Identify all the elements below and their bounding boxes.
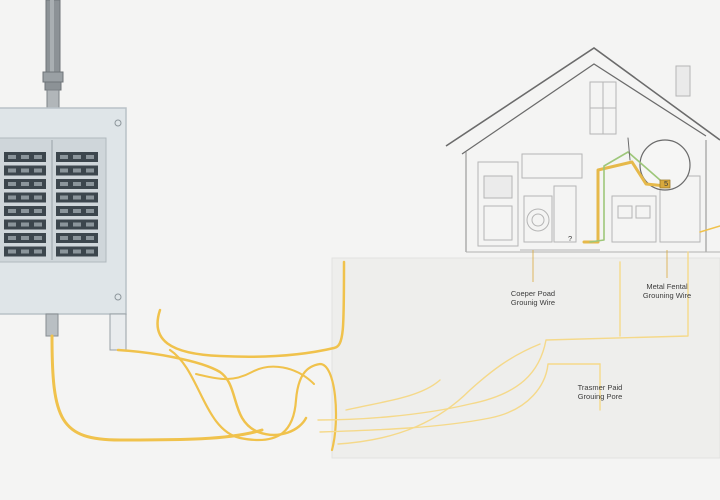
breaker-toggle [86, 155, 94, 159]
breaker-toggle [73, 155, 81, 159]
house-outline [445, 47, 720, 253]
breaker-toggle [8, 236, 16, 240]
panel-screw-icon [114, 119, 122, 127]
ground-plane [331, 257, 720, 459]
breaker-toggle [34, 249, 42, 254]
breaker-toggle [21, 168, 29, 173]
breaker-toggle [60, 155, 68, 159]
svg-text:Metal Fental: Metal Fental [646, 282, 688, 291]
svg-text:Grouing Pore: Grouing Pore [578, 392, 623, 401]
breaker-toggle [34, 182, 42, 186]
breaker-toggle [34, 155, 42, 159]
svg-text:Grounig Wire: Grounig Wire [511, 298, 555, 307]
breaker-toggle [86, 168, 94, 173]
marker-label-a: ? [568, 234, 572, 243]
breaker-toggle [73, 236, 81, 240]
breaker-toggle [8, 182, 16, 186]
breaker-toggle [21, 195, 29, 200]
breaker-toggle [21, 249, 29, 254]
breaker-column-left [4, 152, 46, 257]
breaker-toggle [8, 222, 16, 227]
breaker-toggle [73, 195, 81, 200]
breaker-toggle [73, 222, 81, 227]
breaker-toggle [86, 236, 94, 240]
conduit-pipe [42, 0, 64, 111]
house-wiring [582, 137, 720, 244]
breaker-toggle [60, 209, 68, 213]
breaker-toggle [73, 168, 81, 173]
breaker-toggle [86, 222, 94, 227]
panel-screw-icon [114, 293, 122, 301]
ground-bracket [109, 313, 127, 351]
breaker-toggle [21, 182, 29, 186]
breaker-toggle [8, 155, 16, 159]
breaker-toggle [60, 236, 68, 240]
breaker-toggle [86, 182, 94, 186]
metal-wire-label: Metal Fental Grouning Wire [643, 282, 691, 300]
breaker-column-right [56, 152, 98, 257]
breaker-toggle [60, 249, 68, 254]
marker-label-b: 5 [664, 179, 668, 188]
electrical-panel [0, 107, 127, 351]
breaker-toggle [8, 195, 16, 200]
breaker-toggle [34, 222, 42, 227]
breaker-toggle [73, 209, 81, 213]
breaker-toggle [60, 168, 68, 173]
detail-callout-circle [639, 139, 691, 191]
breaker-toggle [8, 249, 16, 254]
svg-text:Trasmer Paid: Trasmer Paid [578, 383, 623, 392]
breaker-toggle [34, 236, 42, 240]
breaker-toggle [21, 236, 29, 240]
grounding-wires-main [50, 260, 346, 452]
breaker-toggle [21, 155, 29, 159]
house-interior [477, 65, 701, 251]
breaker-toggle [34, 168, 42, 173]
breaker-toggle [8, 168, 16, 173]
breaker-toggle [8, 209, 16, 213]
grounding-pole-label: Trasmer Paid Grouing Pore [578, 383, 623, 401]
breaker-toggle [34, 209, 42, 213]
breaker-toggle [60, 182, 68, 186]
breaker-toggle [21, 222, 29, 227]
label-leaders [532, 250, 668, 282]
breaker-toggle [21, 209, 29, 213]
breaker-toggle [86, 249, 94, 254]
breaker-toggle [86, 209, 94, 213]
copper-wire-label: Coeper Poad Grounig Wire [511, 289, 555, 307]
grounding-wires-branch [317, 251, 689, 445]
breaker-toggle [73, 249, 81, 254]
breaker-toggle [73, 182, 81, 186]
breaker-toggle [60, 195, 68, 200]
breaker-toggle [60, 222, 68, 227]
svg-text:Grouning Wire: Grouning Wire [643, 291, 691, 300]
breaker-toggle [86, 195, 94, 200]
breaker-toggle [34, 195, 42, 200]
svg-text:Coeper Poad: Coeper Poad [511, 289, 555, 298]
